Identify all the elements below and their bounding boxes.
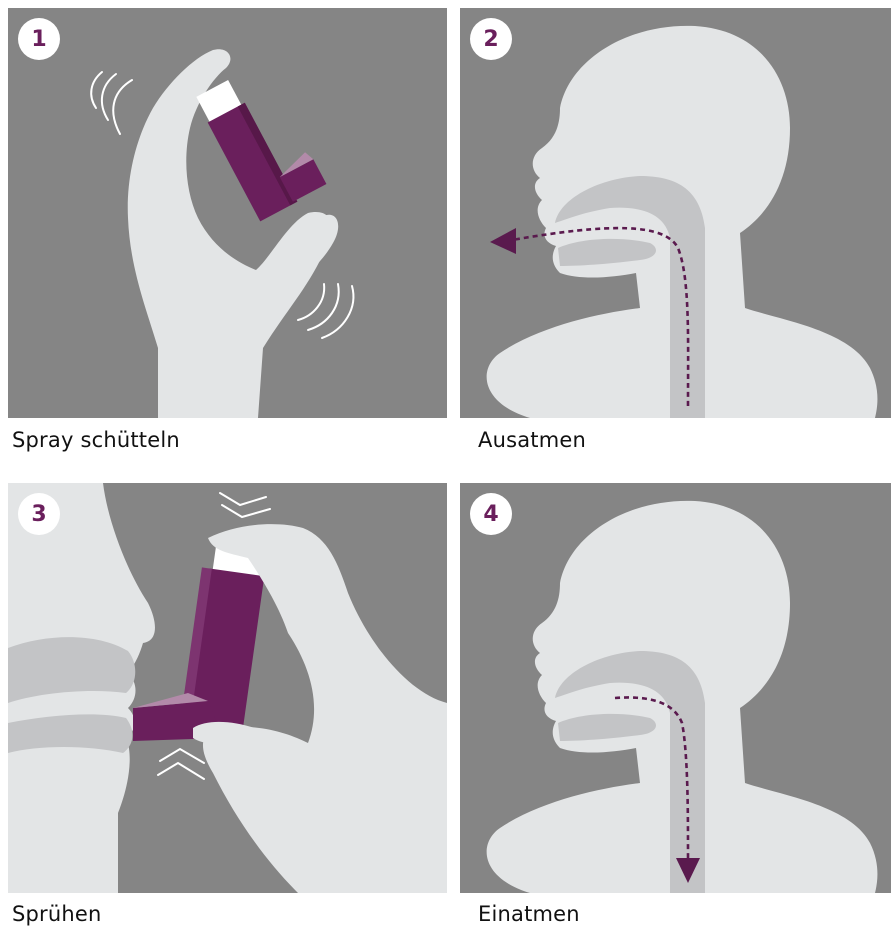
exhale-illustration xyxy=(460,8,891,418)
step-number-badge: 3 xyxy=(18,493,60,535)
shake-lines-top xyxy=(91,72,132,134)
shake-illustration xyxy=(8,8,447,418)
step-4-caption: Einatmen xyxy=(478,902,580,926)
inhaler xyxy=(195,62,328,221)
exhale-arrowhead xyxy=(490,228,516,254)
step-2-caption: Ausatmen xyxy=(478,428,586,452)
step-3-caption: Sprühen xyxy=(12,902,102,926)
step-3-panel: 3 xyxy=(8,483,447,893)
inhale-illustration xyxy=(460,483,891,893)
step-1-caption: Spray schütteln xyxy=(12,428,180,452)
press-lines-top xyxy=(220,493,270,517)
press-lines-bottom xyxy=(158,749,204,779)
step-number-badge: 2 xyxy=(470,18,512,60)
step-2-panel: 2 xyxy=(460,8,891,418)
step-1-panel: 1 xyxy=(8,8,447,418)
step-number-badge: 1 xyxy=(18,18,60,60)
step-number-badge: 4 xyxy=(470,493,512,535)
shake-lines-bottom xyxy=(298,284,353,338)
spray-illustration xyxy=(8,483,447,893)
finger-shape xyxy=(193,722,266,746)
step-4-panel: 4 xyxy=(460,483,891,893)
